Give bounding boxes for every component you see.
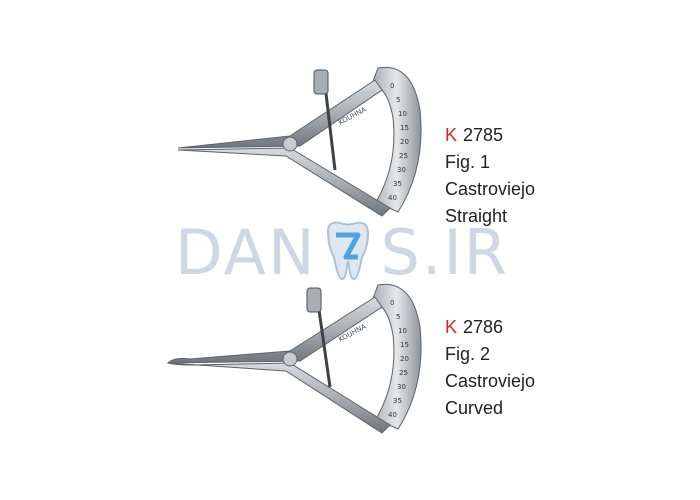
scale-label: 25 [399, 369, 408, 377]
scale-label: 0 [390, 82, 394, 90]
scale-label: 30 [397, 166, 406, 174]
caliper-straight-image: KOUHNA 0 5 10 15 20 25 30 35 40 [150, 40, 440, 240]
scale-label: 20 [400, 355, 409, 363]
scale-label: 5 [396, 313, 400, 321]
scale-label: 0 [390, 299, 394, 307]
upper-arm [177, 79, 383, 149]
product-variant: Straight [445, 206, 508, 226]
upper-arm [166, 296, 383, 364]
scale-label: 10 [398, 110, 407, 118]
scale-label: 15 [400, 124, 409, 132]
lock-screw-icon [306, 287, 322, 313]
scale-numbers: 0 5 10 15 20 25 30 35 40 [388, 299, 409, 419]
lower-arm [177, 147, 391, 217]
scale-label: 15 [400, 341, 409, 349]
pivot-screw-icon [282, 351, 298, 367]
scale-label: 35 [393, 397, 402, 405]
lock-rod [316, 302, 332, 388]
product-name: Castroviejo [445, 179, 536, 199]
lock-rod [323, 84, 337, 171]
scale-numbers: 0 5 10 15 20 25 30 35 40 [388, 82, 409, 202]
figure-number: Fig. 2 [445, 344, 491, 364]
figure-number: Fig. 1 [445, 152, 491, 172]
caliper-curved-image: KOUHNA 0 5 10 15 20 25 30 35 40 [150, 245, 440, 445]
code-prefix: K [445, 125, 458, 145]
product-variant: Curved [445, 398, 504, 418]
scale-label: 40 [388, 194, 397, 202]
caliper-curved-illustration: KOUHNA 0 5 10 15 20 25 30 35 40 [166, 283, 422, 434]
scale-label: 5 [396, 96, 400, 104]
code-prefix: K [445, 317, 458, 337]
scale-label: 40 [388, 411, 397, 419]
scale-arc [371, 283, 422, 430]
lower-arm [167, 362, 391, 434]
scale-arc [371, 66, 422, 213]
code-number: 2786 [463, 317, 504, 337]
scale-label: 35 [393, 180, 402, 188]
code-number: 2785 [463, 125, 504, 145]
scale-label: 10 [398, 327, 407, 335]
caliper-straight-illustration: KOUHNA 0 5 10 15 20 25 30 35 40 [177, 66, 422, 217]
lock-screw-icon [313, 69, 329, 95]
scale-label: 20 [400, 138, 409, 146]
scale-label: 25 [399, 152, 408, 160]
scale-label: 30 [397, 383, 406, 391]
product-name: Castroviejo [445, 371, 536, 391]
pivot-screw-icon [282, 136, 298, 152]
